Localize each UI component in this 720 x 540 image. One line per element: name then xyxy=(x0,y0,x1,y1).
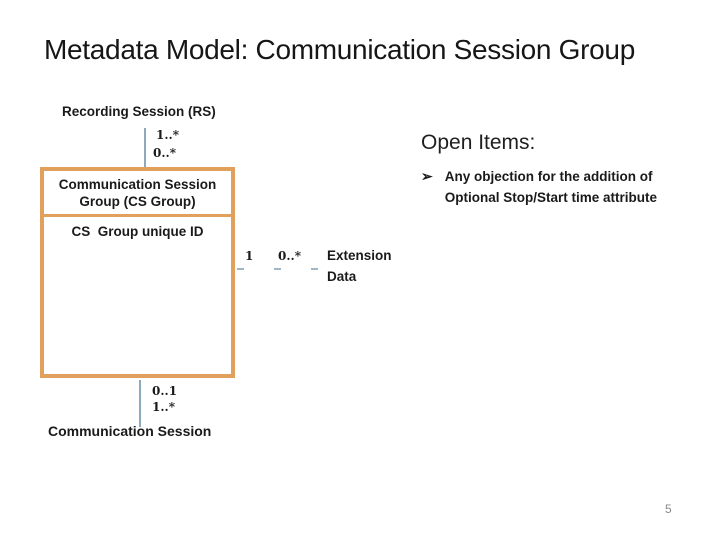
extension-data-label: Extension Data xyxy=(327,245,392,287)
connector-rs-to-csgroup xyxy=(144,128,146,167)
connector-csgroup-to-extension-data xyxy=(237,268,323,270)
recording-session-label: Recording Session (RS) xyxy=(62,104,216,119)
slide-title: Metadata Model: Communication Session Gr… xyxy=(44,34,635,65)
open-items-bullet-text: Any objection for the addition of Option… xyxy=(444,169,657,205)
page-number: 5 xyxy=(665,502,672,516)
multiplicity-extension-source: 1 xyxy=(245,249,254,263)
multiplicity-rs-side: 1..* xyxy=(156,128,179,142)
communication-session-label: Communication Session xyxy=(48,423,212,439)
connector-csgroup-to-cs xyxy=(139,380,141,427)
multiplicity-cs-side: 1..* xyxy=(152,400,175,414)
arrow-bullet-icon: ➢ xyxy=(421,168,433,184)
cs-group-box-title-line2: Group (CS Group) xyxy=(79,194,196,209)
cs-group-box-title-line1: Communication Session xyxy=(58,177,217,192)
multiplicity-csgroup-side: 0..* xyxy=(153,146,176,160)
cs-group-class-box: Communication Session Group (CS Group) C… xyxy=(40,167,235,378)
open-items-heading: Open Items: xyxy=(421,131,536,154)
extension-data-line1: Extension xyxy=(327,248,392,263)
cs-group-unique-id-attribute: CS Group unique ID xyxy=(71,224,204,239)
open-items-bullet-row: ➢ Any objection for the addition of Opti… xyxy=(421,166,673,208)
multiplicity-csgroup-bottom: 0..1 xyxy=(152,384,178,398)
extension-data-line2: Data xyxy=(327,269,357,284)
cs-group-box-title: Communication Session Group (CS Group) xyxy=(44,171,231,217)
multiplicity-extension-target: 0..* xyxy=(278,249,301,263)
